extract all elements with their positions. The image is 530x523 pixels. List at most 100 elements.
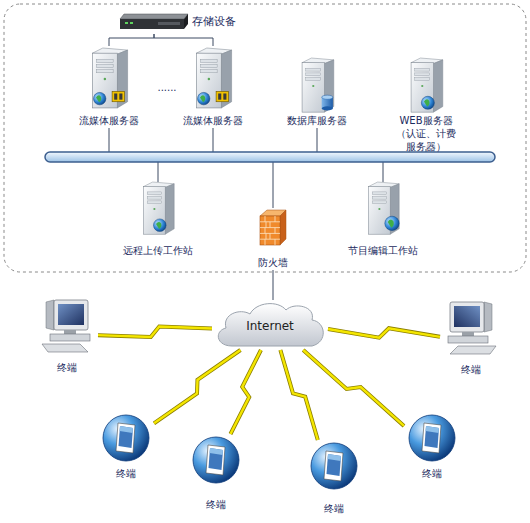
drive-bay	[147, 196, 161, 199]
status-light	[130, 22, 133, 24]
server-front	[411, 63, 433, 112]
icon-group	[103, 415, 149, 461]
drive-bay	[372, 196, 386, 199]
node-icon	[138, 182, 178, 236]
bus-drop	[273, 161, 274, 208]
icon-group	[369, 182, 400, 234]
node-icon	[406, 58, 446, 114]
power-light	[312, 85, 314, 87]
node-text-box: 终端	[306, 502, 362, 515]
node-icon	[363, 182, 403, 236]
network-bus	[45, 152, 495, 162]
server-side	[433, 60, 442, 112]
power-light	[421, 85, 423, 87]
globe-land	[424, 99, 430, 106]
status-light	[125, 22, 128, 24]
node-icon	[297, 58, 337, 114]
node-icon	[310, 442, 358, 490]
icon-group	[120, 14, 188, 29]
wireless-link	[98, 327, 212, 338]
lightning-outline	[154, 350, 240, 423]
brick-line	[265, 239, 266, 245]
monitor-stand	[462, 332, 474, 336]
device-disc	[103, 415, 149, 461]
node-label: 终端	[188, 498, 244, 511]
terminal-pc: 终端	[440, 300, 502, 378]
bus-drop	[109, 128, 110, 153]
database-server: 数据库服务器	[287, 56, 347, 128]
drive-bay	[97, 59, 114, 62]
ellipsis-label: ......	[150, 82, 184, 94]
brick-line	[275, 239, 276, 245]
drive-bay	[415, 68, 430, 71]
node-icon	[118, 13, 190, 31]
drive-bay	[415, 73, 430, 76]
media-badge-strip	[218, 93, 221, 99]
bus-drop	[158, 161, 159, 182]
wireless-link	[230, 350, 260, 434]
media-badge-strip	[119, 93, 122, 99]
monitor-side	[484, 302, 492, 332]
globe-land	[156, 222, 161, 229]
lightning-outline	[98, 327, 212, 338]
brick-line	[270, 233, 271, 239]
device-frame	[116, 423, 135, 453]
terminal-device: 终端	[306, 440, 362, 518]
monitor-side	[46, 300, 54, 330]
power-light	[378, 208, 380, 210]
node-label: 终端	[404, 467, 460, 480]
icon-group	[92, 48, 127, 108]
bus-drop	[317, 128, 318, 153]
media-badge	[216, 91, 228, 101]
node-text-box: 终端	[440, 363, 502, 376]
node-icon	[408, 414, 456, 462]
firewall: 防火墙	[250, 206, 296, 270]
streaming-server: 流媒体服务器	[78, 46, 140, 128]
node-text-box: 终端	[188, 498, 244, 511]
node-icon	[192, 48, 234, 110]
wireless-link	[280, 350, 317, 440]
node-text-box: 节目编辑工作站	[345, 244, 421, 257]
streaming-server: 流媒体服务器	[182, 46, 244, 128]
terminal-device: 终端	[188, 434, 244, 514]
icon-group	[448, 302, 496, 354]
power-light	[208, 78, 210, 80]
keyboard	[450, 346, 496, 354]
network-link	[109, 34, 154, 46]
drive-bay	[201, 70, 218, 73]
device-screen	[209, 448, 224, 470]
computer-case	[448, 336, 488, 343]
drive-bay	[306, 68, 321, 71]
node-icon	[442, 300, 500, 356]
bus-drop	[213, 128, 214, 153]
device-screen	[425, 426, 440, 448]
node-text-box: 流媒体服务器	[182, 114, 244, 127]
storage-vent	[158, 22, 180, 25]
globe-badge	[421, 96, 434, 109]
wall-front	[260, 216, 280, 245]
globe-badge	[385, 216, 399, 230]
device-screen-top	[210, 448, 223, 455]
media-badge	[112, 91, 124, 101]
node-label: 终端	[440, 363, 502, 376]
terminal-device: 终端	[404, 412, 460, 482]
database-cylinder	[322, 95, 333, 99]
keyboard	[42, 344, 88, 352]
node-label: 流媒体服务器	[78, 114, 140, 127]
storage-side	[184, 14, 188, 29]
wireless-link	[328, 328, 440, 337]
globe-badge	[94, 92, 106, 104]
drive-bay	[306, 78, 321, 81]
editing-workstation: 节目编辑工作站	[345, 180, 421, 260]
database-cylinder	[322, 106, 333, 110]
icon-group	[42, 300, 90, 352]
drive-bay	[147, 201, 161, 204]
device-disc	[193, 437, 239, 483]
drive-bay	[97, 70, 114, 73]
node-label: 节目编辑工作站	[345, 244, 421, 257]
node-icon	[258, 210, 288, 246]
node-label: 终端	[306, 502, 362, 515]
node-text-box: WEB服务器（认证、计费服务器）	[394, 114, 458, 153]
drive-bay	[306, 73, 321, 76]
